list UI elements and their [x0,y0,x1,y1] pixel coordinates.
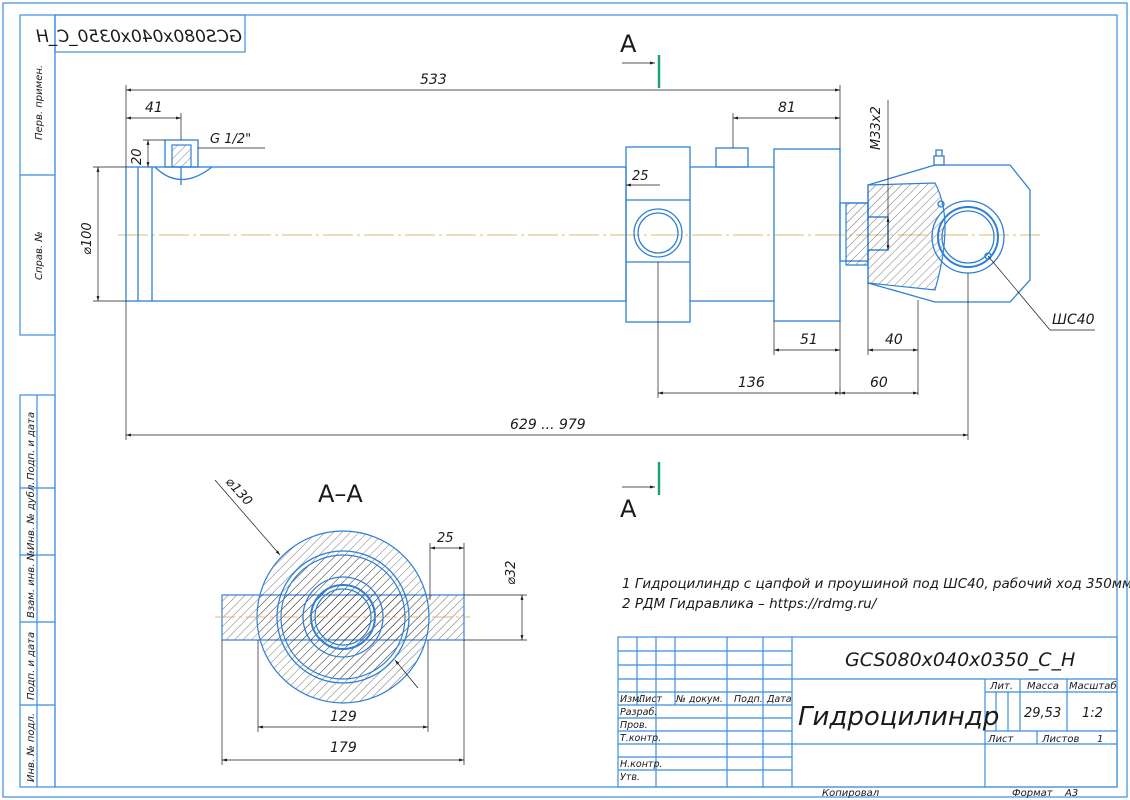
dim-sc40: ШС40 [1052,312,1095,328]
dim-40: 40 [885,332,903,348]
sec-dim-d130: ⌀130 [222,475,255,509]
side-label-podp2: Подп. и дата [26,632,37,700]
tb-designation: GCS080x040x0350_C_H [845,649,1075,671]
tb-sheets-count: 1 [1097,734,1103,745]
tb-row-razrab: Разраб. [620,707,657,718]
section-title: А–А [318,480,363,508]
dim-41: 41 [145,100,163,116]
section-markers: А А [620,30,661,523]
dim-81: 81 [778,100,796,116]
tb-row-nkontr: Н.контр. [620,759,663,770]
side-label-sprav: Справ. № [34,231,45,280]
footer-copied: Копировал [822,788,880,799]
stamp-designation-top: GCS080x040x0350_C_H [36,27,242,47]
footer-format: А3 [1064,788,1078,799]
tb-row-utv: Утв. [620,772,640,783]
title-block: GCS080x040x0350_C_H Гидроцилиндр Изм. Ли… [617,636,1118,788]
dim-m33: M33x2 [869,106,884,150]
note-2: 2 РДМ Гидравлика – https://rdmg.ru/ [622,596,878,612]
side-label-vzam: Взам. инв. № [26,550,37,618]
side-label-perv: Перв. примен. [34,65,45,140]
side-labels: Перв. примен. Справ. № Подп. и дата Инв.… [25,65,45,782]
sec-dim-25: 25 [437,531,454,546]
footer-format-label: Формат [1012,788,1054,799]
dim-25: 25 [632,169,649,184]
tb-col-date: Дата [766,694,792,705]
dim-60: 60 [870,375,888,391]
tb-mass-label: Масса [1027,681,1059,692]
section-mark-top: А [620,30,637,58]
dim-g12: G 1/2" [210,132,251,147]
dim-136: 136 [738,375,765,391]
tb-lit-label: Лит. [989,681,1013,692]
main-dimensions: 533 41 81 20 G 1/2" M33x2 25 ⌀100 51 [80,72,1095,440]
side-label-inv-dubl: Инв. № дубл. [25,482,37,550]
side-label-podp1: Подп. и дата [26,412,37,480]
sec-dim-d32: ⌀32 [504,561,519,585]
tb-name: Гидроцилиндр [798,702,999,732]
tb-sheets-label: Листов [1041,734,1079,745]
dim-20: 20 [130,148,145,165]
section-mark-bottom: А [620,495,637,523]
tb-col-list: Лист [637,694,663,705]
sec-dim-129: 129 [330,709,357,725]
section-view: А–А ⌀130 25 ⌀32 129 179 [214,475,527,765]
technical-notes: 1 Гидроцилиндр с цапфой и проушиной под … [622,576,1130,612]
dim-51: 51 [800,332,818,348]
tb-scale-label: Масштаб [1069,680,1117,692]
dim-d100: ⌀100 [80,222,95,255]
note-1: 1 Гидроцилиндр с цапфой и проушиной под … [622,576,1130,592]
tb-sheet-label: Лист [987,734,1015,745]
tb-scale-value: 1:2 [1082,706,1103,721]
tb-col-sign: Подп. [734,694,763,705]
dim-533: 533 [420,72,447,88]
cylinder-main-view [118,139,1040,323]
tb-row-prov: Пров. [620,720,648,731]
side-label-inv-podl: Инв. № подл. [26,713,37,782]
tb-col-izm: Изм. [620,694,642,705]
footer: Копировал Формат А3 [822,788,1078,799]
tb-row-tkontr: Т.контр. [620,733,661,744]
tb-col-doc: № докум. [675,694,723,705]
tb-mass-value: 29,53 [1024,706,1061,721]
dim-stroke-range: 629 ... 979 [510,417,586,433]
sec-dim-179: 179 [330,740,357,756]
